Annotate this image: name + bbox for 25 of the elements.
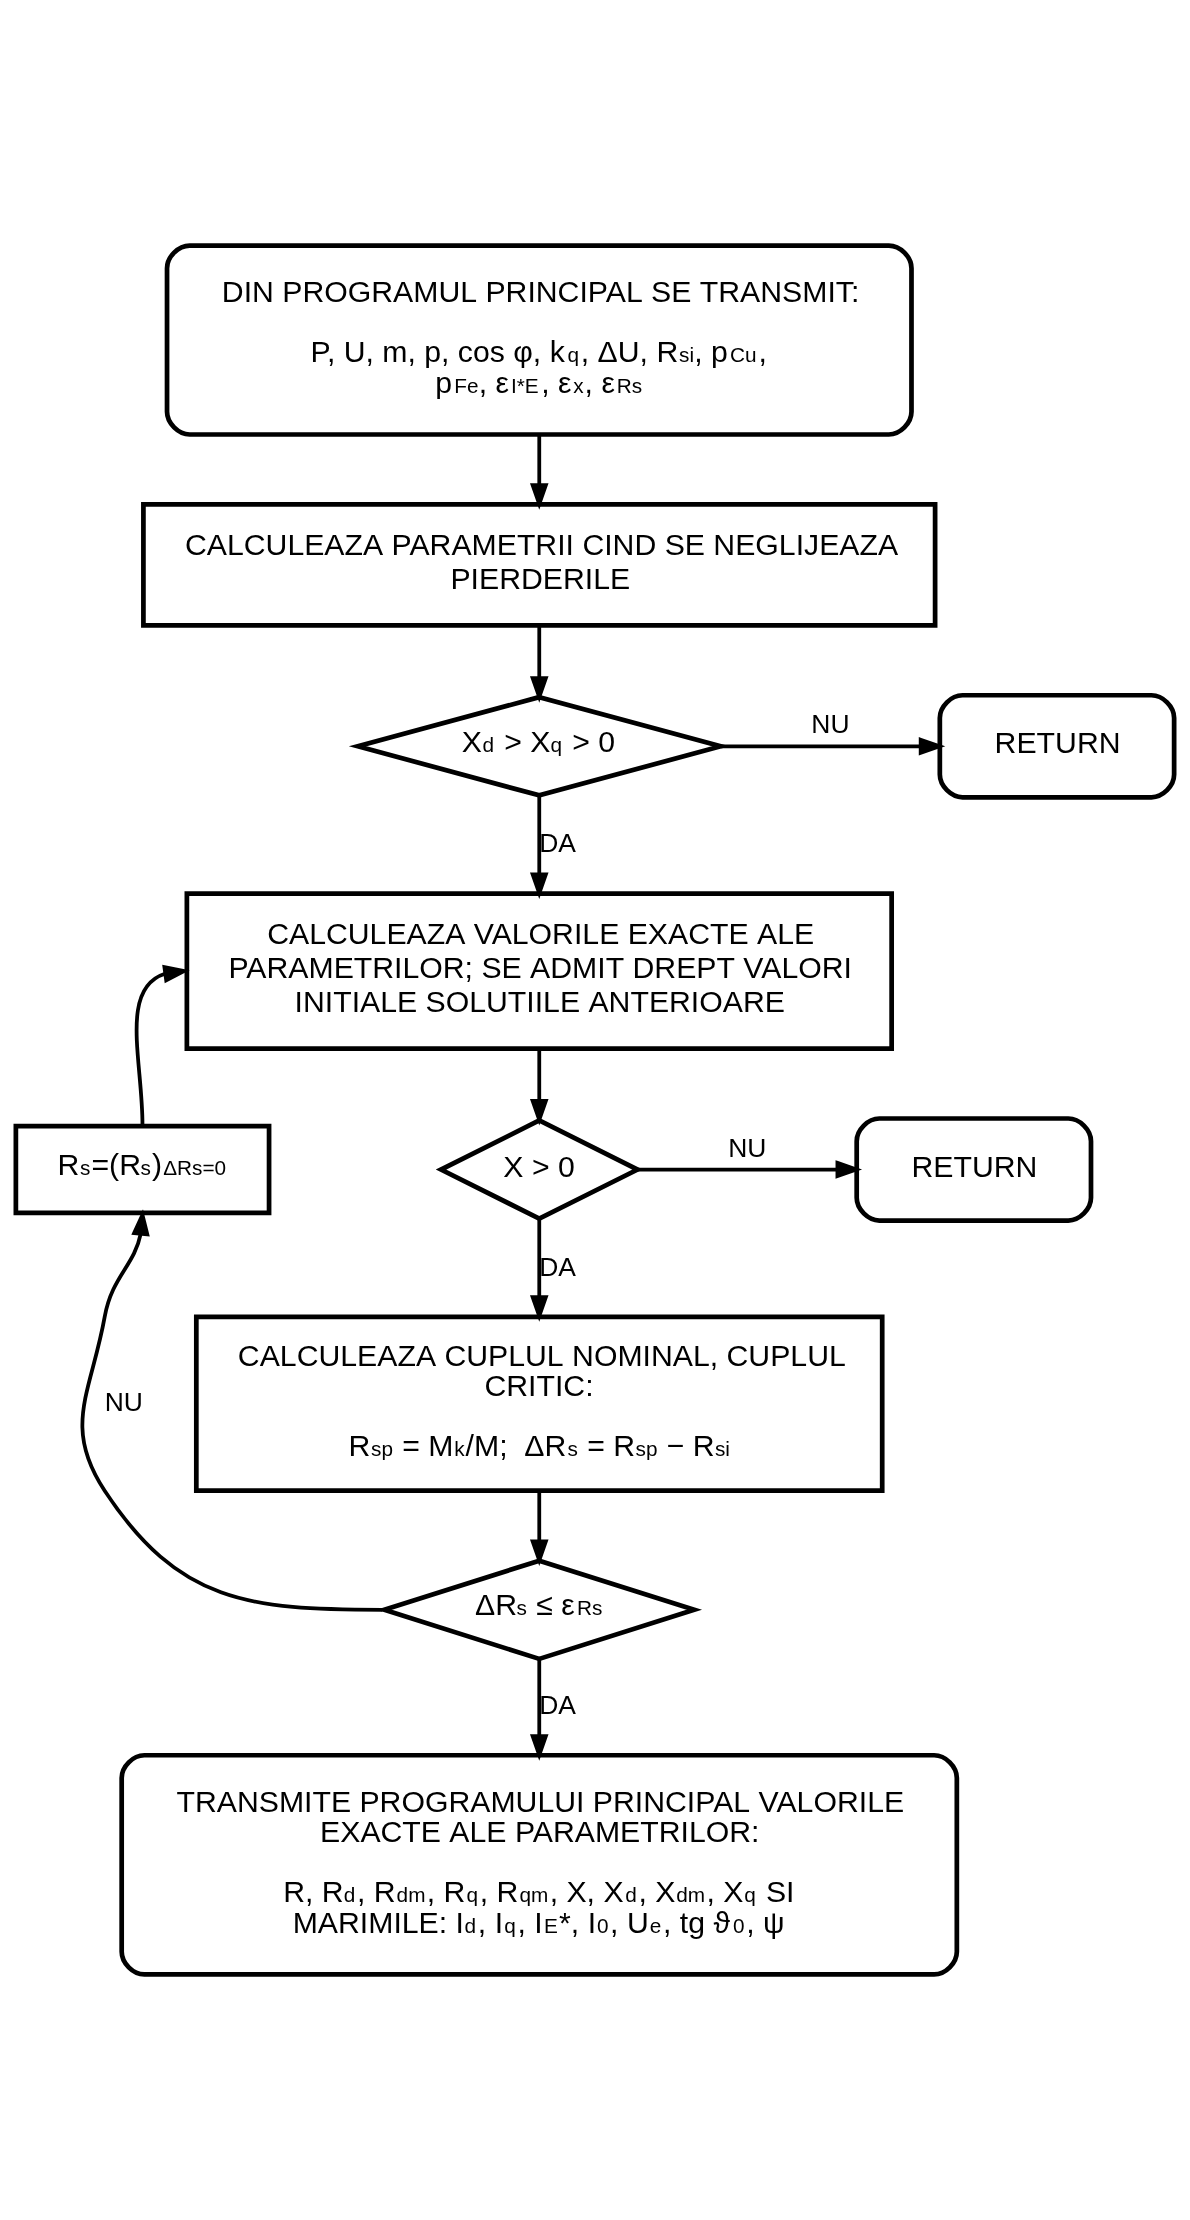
arrow (530, 1048, 549, 1126)
node-box: Rs=(Rs)ΔRs=0 (13, 1123, 272, 1216)
arrow (637, 1160, 863, 1179)
edge-label: NU (811, 709, 850, 740)
node-box: CALCULEAZA VALORILE EXACTE ALE PARAMETRILOR; SE ADMIT DREPT VALORI INITIALE SOLUTIILE ANTERIOARE (184, 891, 894, 1051)
arrow (530, 1658, 549, 1761)
arrow (530, 1490, 549, 1566)
edge-label: NU (104, 1386, 143, 1417)
node-box: CALCULEAZA PARAMETRII CIND SE NEGLIJEAZA PIERDERILE (141, 502, 938, 628)
arrow (530, 795, 549, 899)
node-box: DIN PROGRAMUL PRINCIPAL SE TRANSMIT: P, U, m, p, cos φ, kq, ΔU, Rsi, pCu, pFe, εI*E, εx, εRs (164, 243, 914, 437)
arrow (134, 964, 190, 1125)
node-box: RETURN (937, 692, 1177, 800)
arrow (721, 737, 946, 756)
arrow (80, 1209, 383, 1612)
node-box: RETURN (854, 1116, 1094, 1223)
arrow (530, 625, 549, 703)
arrow (530, 1219, 549, 1322)
edge-label: DA (539, 1690, 576, 1721)
edge-label: DA (539, 1251, 576, 1282)
edge-label: DA (539, 828, 576, 859)
edge-label: NU (728, 1132, 767, 1163)
node-box: CALCULEAZA CUPLUL NOMINAL, CUPLUL CRITIC: Rsp = Mk/M; ΔRs = Rsp − Rsi (193, 1314, 885, 1494)
arrow (530, 435, 549, 510)
node-box: TRANSMITE PROGRAMULUI PRINCIPAL VALORILE EXACTE ALE PARAMETRILOR: R, Rd, Rdm, Rq, Rqm, X, Xd, Xdm, Xq SI MARIMILE: Id, Iq, IE*, I0, Ue, tg ϑ0, ψ (119, 1752, 960, 1977)
